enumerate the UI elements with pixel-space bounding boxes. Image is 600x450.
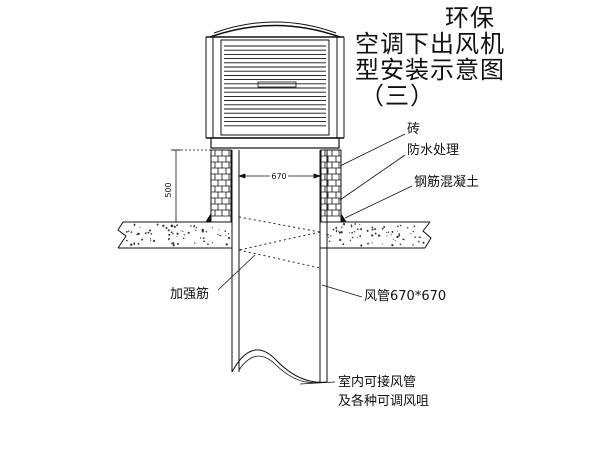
label-waterproof: 防水处理	[407, 142, 459, 158]
label-concrete: 钢筋混凝土	[414, 174, 479, 190]
title-line-2: 空调下出风机	[355, 30, 505, 58]
title-line-4: （三）	[360, 82, 435, 110]
air-cooler-unit	[205, 21, 345, 149]
label-indoor-line1: 室内可接风管	[338, 374, 416, 390]
dimension-lines	[171, 149, 322, 223]
stiffener	[238, 216, 321, 269]
concrete-slab	[117, 212, 432, 249]
title-line-3: 型安装示意图	[355, 56, 505, 84]
label-brick: 砖	[407, 122, 420, 137]
air-duct	[231, 150, 328, 384]
label-indoor-line2: 及各种可调风咀	[338, 393, 429, 409]
brick-support-right	[320, 149, 342, 223]
dimension-width-label: 670	[271, 172, 286, 181]
brick-support-left	[210, 149, 232, 223]
label-duct: 风管670*670	[364, 289, 446, 304]
dimension-height-label: 500	[164, 182, 173, 197]
label-stiffener: 加强筋	[170, 286, 209, 302]
title-line-1: 环保	[445, 4, 495, 32]
leader-lines	[217, 133, 413, 385]
